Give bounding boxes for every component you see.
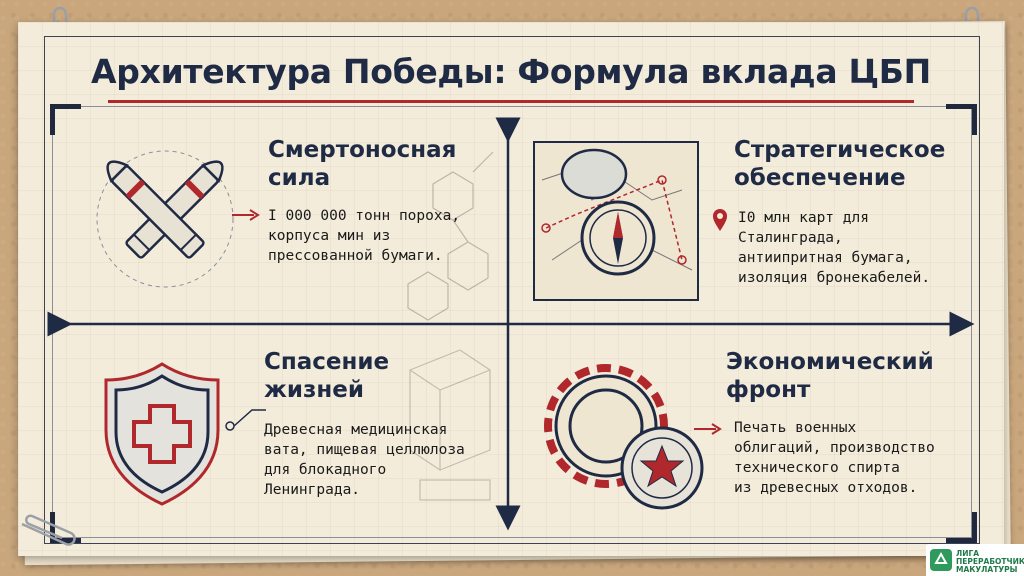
quadrant-heading-deadly-force: Смертоносная сила — [268, 137, 457, 191]
gear-and-star-coin-icon — [544, 364, 704, 510]
recycle-icon — [930, 549, 952, 571]
logo: ЛИГА ПЕРЕРАБОТЧИКОВ МАКУЛАТУРЫ — [926, 544, 1024, 576]
building-sketch-icon — [408, 349, 492, 501]
outer-frame — [44, 36, 980, 544]
map-pin-icon — [713, 209, 727, 231]
quadrant-heading-saving-lives: Спасение жизней — [264, 349, 390, 403]
title-underline — [108, 100, 914, 103]
quadrant-heading-strategic-supply: Стратегическое обеспечение — [734, 137, 946, 191]
logo-text: ЛИГА ПЕРЕРАБОТЧИКОВ МАКУЛАТУРЫ — [956, 549, 1024, 574]
medical-shield-icon — [104, 362, 220, 506]
quadrant-text-saving-lives: Древесная медицинская вата, пищевая целл… — [264, 422, 465, 498]
corner-bracket — [946, 104, 977, 135]
quadrant-text-economic-front: Печать военных облигаций, производство т… — [734, 420, 935, 496]
crossed-shells-icon — [96, 150, 234, 288]
corner-bracket — [50, 512, 81, 543]
circle-pointer-icon — [225, 409, 266, 431]
molecule-sketch-icon — [407, 151, 494, 321]
paperclip-icon — [21, 514, 76, 546]
quadrant-text-deadly-force: I 000 000 тонн пороха, корпуса мин из пр… — [268, 208, 461, 264]
quadrant-text-strategic-supply: I0 млн карт для Сталинграда, антиипритна… — [738, 210, 931, 286]
page-title: Архитектура Победы: Формула вклада ЦБП — [91, 52, 931, 91]
arrow-icon — [232, 209, 260, 221]
blueprint-sheet: Архитектура Победы: Формула вклада ЦБП — [18, 22, 1004, 556]
compass-on-map-icon — [533, 141, 699, 301]
arrow-icon — [694, 423, 722, 435]
quadrant-heading-economic-front: Экономический фронт — [726, 349, 934, 403]
quadrant-axes — [47, 117, 975, 531]
corner-bracket — [946, 512, 977, 543]
corner-bracket — [50, 104, 81, 135]
